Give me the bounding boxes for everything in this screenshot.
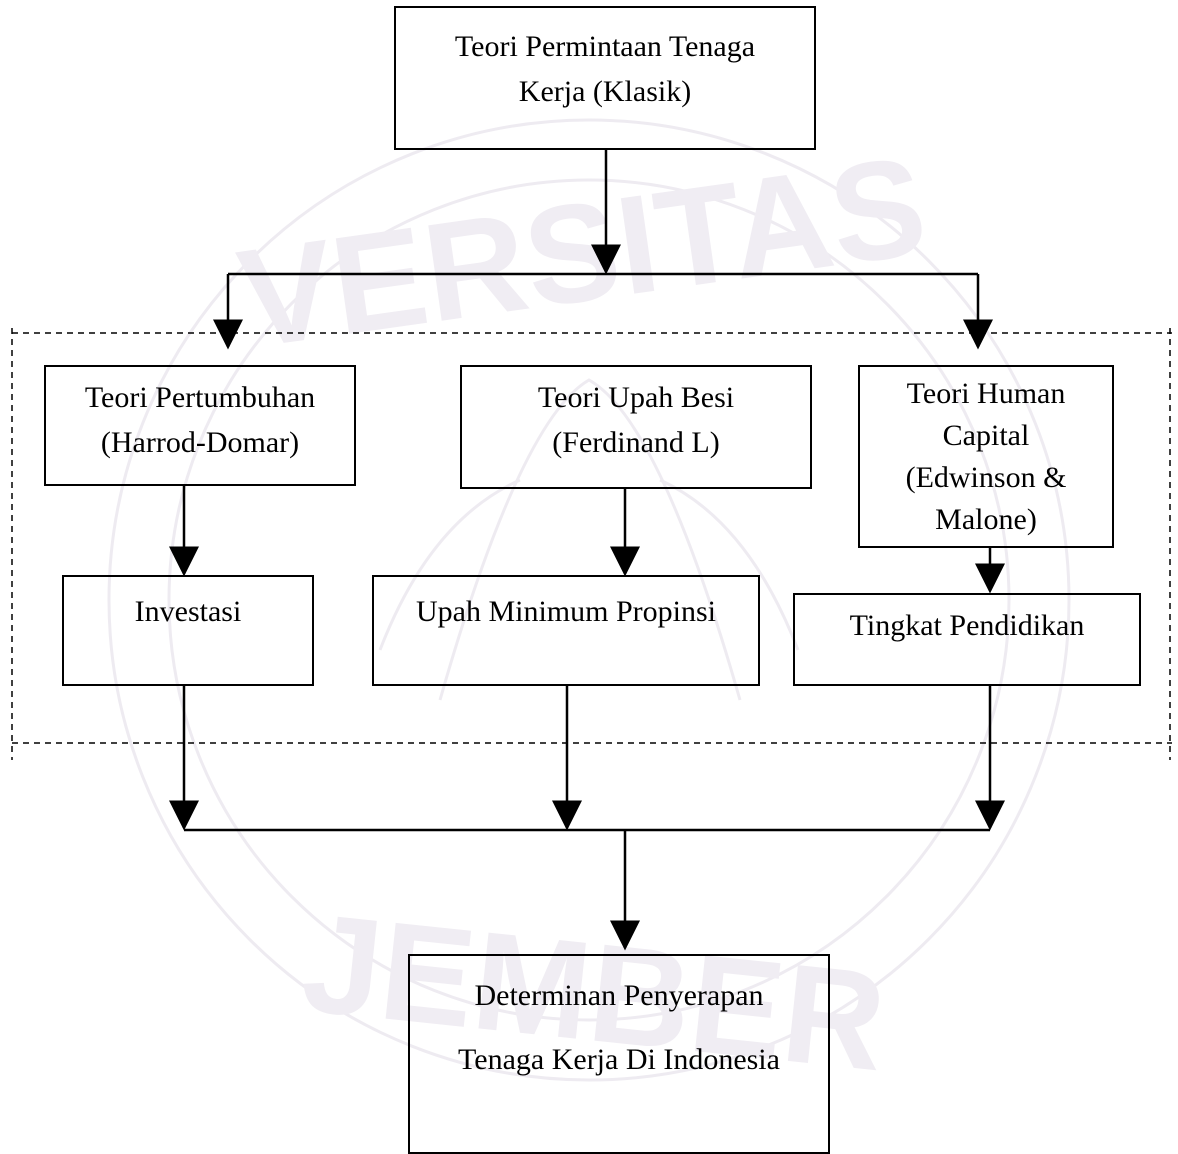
variable-tingkat-pendidikan: Tingkat Pendidikan	[849, 609, 1085, 642]
result-line-2: Tenaga Kerja Di Indonesia	[458, 1043, 780, 1076]
box-tingkat-pendidikan: Tingkat Pendidikan	[793, 593, 1141, 686]
theory-3-line-4: Malone)	[935, 503, 1037, 536]
box-teori-human-capital: Teori Human Capital (Edwinson & Malone)	[858, 365, 1114, 548]
box-teori-pertumbuhan: Teori Pertumbuhan (Harrod-Domar)	[44, 365, 356, 486]
theory-3-line-1: Teori Human	[906, 377, 1066, 410]
theory-1-line-2: (Harrod-Domar)	[100, 426, 300, 459]
theory-2-line-2: (Ferdinand L)	[552, 426, 720, 459]
flowchart: Teori Permintaan Tenaga Kerja (Klasik) T…	[11, 6, 1172, 1154]
box-teori-permintaan: Teori Permintaan Tenaga Kerja (Klasik)	[394, 6, 816, 150]
connectors	[11, 150, 1172, 951]
theory-3-line-2: Capital	[942, 419, 1030, 452]
top-box-line-1: Teori Permintaan Tenaga	[454, 30, 756, 63]
variable-investasi: Investasi	[134, 595, 242, 628]
box-upah-minimum: Upah Minimum Propinsi	[372, 575, 760, 686]
box-teori-upah-besi: Teori Upah Besi (Ferdinand L)	[460, 365, 812, 489]
variable-upah-minimum: Upah Minimum Propinsi	[415, 595, 716, 628]
theory-2-line-1: Teori Upah Besi	[537, 381, 735, 414]
box-determinan: Determinan Penyerapan Tenaga Kerja Di In…	[408, 954, 830, 1154]
result-line-1: Determinan Penyerapan	[474, 979, 764, 1012]
top-box-line-2: Kerja (Klasik)	[518, 75, 692, 108]
box-investasi: Investasi	[62, 575, 314, 686]
theory-3-line-3: (Edwinson &	[905, 461, 1067, 494]
theory-1-line-1: Teori Pertumbuhan	[84, 381, 316, 414]
dashed-group-frame	[11, 328, 1172, 760]
